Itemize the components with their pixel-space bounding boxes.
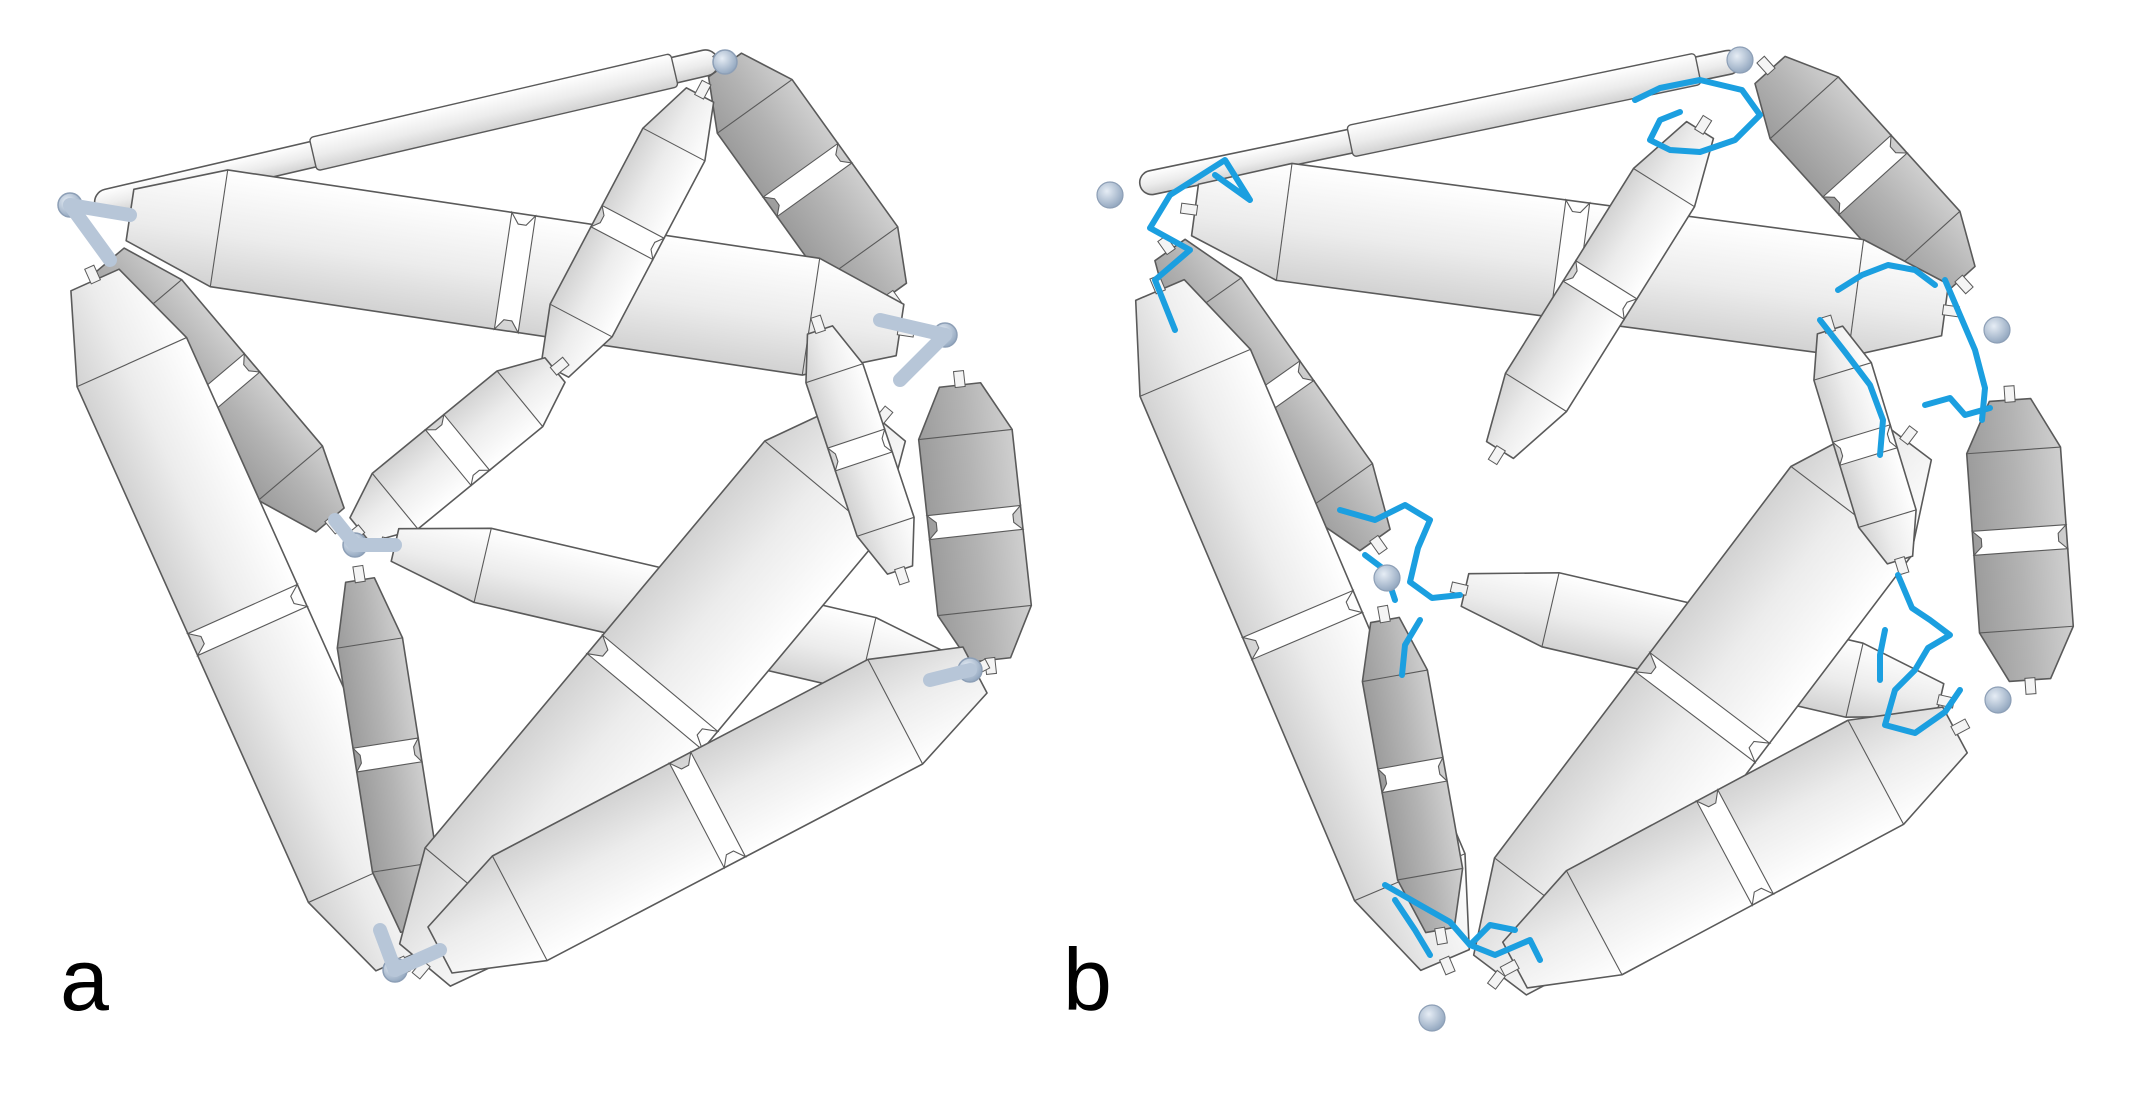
fold-line bbox=[1632, 77, 1763, 155]
panel-a-struts bbox=[70, 49, 1033, 987]
fold-line bbox=[1392, 897, 1433, 958]
fold-line bbox=[1835, 262, 1938, 293]
joint-connector bbox=[923, 663, 977, 687]
strut-bottom-right bbox=[1499, 706, 1971, 989]
joint-connector bbox=[63, 198, 117, 267]
fold-line bbox=[1337, 502, 1463, 601]
fold-line bbox=[1467, 922, 1518, 948]
node-sphere bbox=[1983, 316, 2011, 344]
panel-a-joints bbox=[57, 49, 983, 983]
fold-line bbox=[1942, 277, 1988, 423]
joint-connector bbox=[328, 513, 362, 552]
joint-node bbox=[712, 49, 738, 75]
fold-line bbox=[1922, 395, 1993, 418]
fold-line bbox=[1817, 317, 1886, 458]
node-sphere bbox=[1418, 1004, 1446, 1032]
panel-b-struts bbox=[1134, 49, 2075, 996]
strut-right-upper bbox=[1754, 55, 1976, 295]
joint-connector bbox=[893, 328, 952, 387]
strut-mid-diagonal bbox=[345, 356, 570, 544]
panel-b-tensegrity-model: b bbox=[1063, 46, 2075, 1032]
fold-line bbox=[1399, 617, 1423, 678]
strut-right-vertical bbox=[917, 369, 1033, 676]
node-sphere bbox=[1096, 181, 1124, 209]
panel-a-label: a bbox=[60, 930, 109, 1029]
panel-a-tensegrity-model: a bbox=[57, 49, 1033, 1029]
strut-lower-inner bbox=[1361, 604, 1464, 946]
node-sphere bbox=[1373, 564, 1401, 592]
strut-right-inner bbox=[1813, 314, 1917, 576]
node-sphere bbox=[1984, 686, 2012, 714]
strut-right-inner bbox=[805, 314, 915, 586]
joint-connector bbox=[63, 198, 137, 222]
node-sphere bbox=[1726, 46, 1754, 74]
joint-connector bbox=[873, 313, 952, 342]
fold-line bbox=[1147, 157, 1253, 333]
panel-b-label: b bbox=[1063, 930, 1112, 1029]
strut-right-vertical bbox=[1965, 385, 2075, 695]
joint-connector bbox=[388, 943, 447, 977]
strut-upper-diagonal bbox=[1485, 114, 1715, 466]
joint-connector bbox=[373, 923, 402, 977]
fold-line bbox=[1882, 572, 1963, 736]
fold-line bbox=[1877, 627, 1888, 683]
panel-b-node-spheres bbox=[1096, 46, 2012, 1032]
strut-lower-inner bbox=[336, 564, 439, 946]
panel-b-fold-lines bbox=[1147, 77, 1993, 963]
